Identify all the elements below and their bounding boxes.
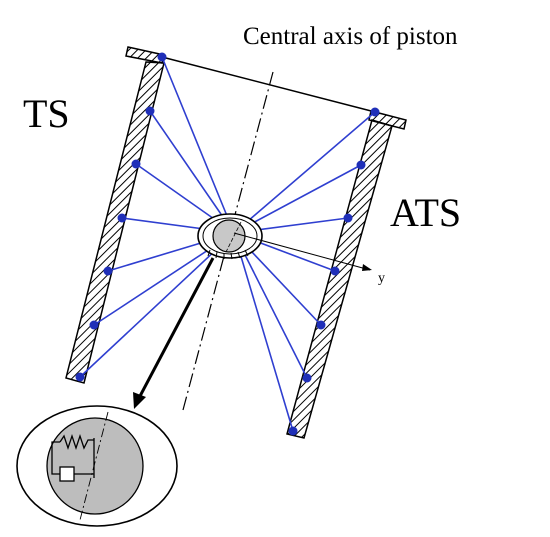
node-dot <box>145 106 155 116</box>
node-dot <box>288 426 298 436</box>
node-dot <box>89 320 99 330</box>
y-axis-label: y <box>378 271 385 286</box>
node-dot <box>103 266 113 276</box>
ats-label: ATS <box>390 190 461 235</box>
piston-pin <box>197 213 263 260</box>
link-line <box>161 56 235 234</box>
ats-cylinder-wall <box>286 110 407 439</box>
ts-cylinder-wall <box>65 46 165 384</box>
node-dot <box>330 266 340 276</box>
piston-top-line <box>161 56 376 113</box>
node-dot <box>370 107 380 117</box>
node-dot <box>75 372 85 382</box>
link-line <box>79 232 235 378</box>
node-dot <box>316 320 326 330</box>
pin-joint-detail <box>16 405 178 527</box>
connection-nodes <box>75 52 380 436</box>
node-dot <box>157 52 167 62</box>
link-line <box>233 232 294 432</box>
node-dot <box>356 160 366 170</box>
link-line <box>233 111 376 234</box>
y-axis-arrow <box>233 232 372 271</box>
axis-caption: Central axis of piston <box>243 23 458 50</box>
damper-icon <box>59 466 75 482</box>
link-line <box>233 232 308 379</box>
node-dot <box>302 373 312 383</box>
spring-icon <box>51 433 95 482</box>
node-dot <box>343 213 353 223</box>
link-line <box>149 110 235 234</box>
detail-pointer-arrow <box>133 257 215 409</box>
node-dot <box>131 159 141 169</box>
ts-label: TS <box>23 91 70 136</box>
detail-pin-circle <box>46 417 144 515</box>
node-dot <box>117 213 127 223</box>
